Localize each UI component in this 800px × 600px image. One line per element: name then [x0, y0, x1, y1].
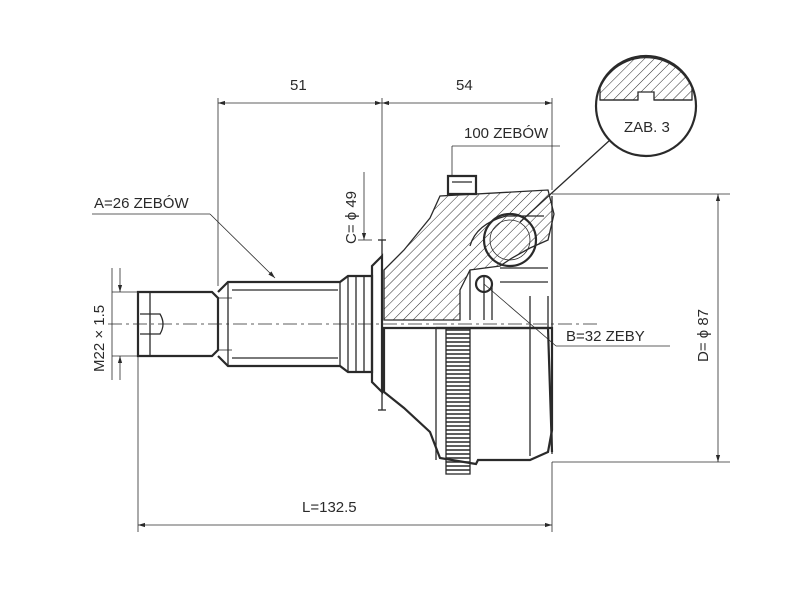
bell-housing [382, 174, 555, 475]
dim-label-51: 51 [290, 77, 307, 94]
ball-bearing [482, 212, 538, 268]
thread-label: M22 × 1.5 [91, 305, 108, 372]
dim-label-54: 54 [456, 77, 473, 94]
c-diameter-label: C= ϕ 49 [343, 191, 360, 244]
detail-circle: ZAB. 3 [519, 54, 698, 223]
abs-tone-ring [446, 329, 470, 471]
length-label: L=132.5 [302, 499, 357, 516]
detail-label: ZAB. 3 [624, 119, 670, 136]
spline-a-label: A=26 ZEBÓW [94, 195, 189, 212]
d-diameter-label: D= ϕ 87 [695, 309, 712, 362]
splined-shaft [217, 274, 374, 374]
spline-outer-label: 100 ZEBÓW [464, 125, 549, 142]
spline-b-label: B=32 ZEBY [566, 328, 645, 345]
